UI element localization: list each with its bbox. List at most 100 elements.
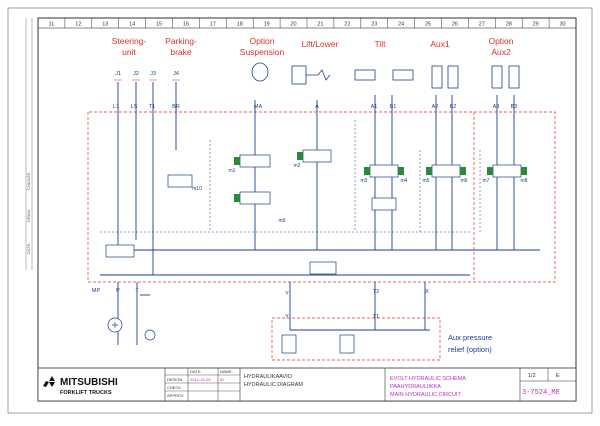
coil-m3: m3 <box>361 178 368 184</box>
label-suspension-1: Option <box>249 36 274 46</box>
name-heading: NAME: <box>220 369 233 374</box>
column-number: 23 <box>371 22 377 28</box>
solenoid-icon <box>364 167 370 175</box>
port-mp: MP <box>92 288 101 294</box>
label-suspension-2: Suspension <box>240 47 285 57</box>
coil-m2: m2 <box>294 163 301 169</box>
coil-m8: m8 <box>521 178 528 184</box>
valve-coil-labels: m10 m1 m9 m2 m3 m4 m5 m6 m7 m8 <box>192 163 528 224</box>
revision-letter: E <box>556 373 560 379</box>
port-y: Y <box>285 291 289 297</box>
priority-valve-icon <box>105 244 135 258</box>
aux1-cylinder-right-icon <box>447 65 459 89</box>
tilt-cylinder-left-icon <box>354 69 376 81</box>
drawing-number: 3-7524_ME <box>522 389 560 397</box>
aux-relief-valve-1-icon <box>281 334 297 354</box>
actuators <box>251 62 520 89</box>
aux2-cylinder-right-icon <box>508 65 520 89</box>
title-block: MITSUBISHI FORKLIFT TRUCKS DATE: NAME: D… <box>37 367 577 402</box>
solenoid-icon <box>234 194 240 202</box>
title-english-1: HYDRAULIC DIAGRAM <box>244 382 303 388</box>
coil-m5: m5 <box>423 178 430 184</box>
column-number: 16 <box>183 22 189 28</box>
valves <box>105 149 522 354</box>
mitsubishi-logo-icon <box>43 376 55 387</box>
port-b2: B2 <box>450 104 457 110</box>
column-number: 19 <box>264 22 270 28</box>
side-note-change: CHANGE: <box>26 172 31 190</box>
tilt-lock-valve-icon <box>371 197 397 211</box>
column-number: 14 <box>129 22 135 28</box>
title-finnish-1: HYDRAULIKAAVIO <box>244 374 293 380</box>
aux-pressure-note: Aux pressure relief (option) <box>448 333 492 354</box>
lift-cylinder-icon <box>291 65 307 85</box>
port-p: P <box>116 288 120 294</box>
port-b1: B1 <box>390 104 397 110</box>
aux-pressure-line-1: Aux pressure <box>448 333 492 342</box>
aux1-valve-icon <box>431 164 461 178</box>
suspension-valve-2-icon <box>239 191 271 205</box>
side-note-date: DATE: <box>26 243 31 254</box>
coil-m7: m7 <box>483 178 490 184</box>
port-t1: T1 <box>149 104 155 110</box>
row-check: CHECK <box>167 385 181 390</box>
port-a1: A1 <box>371 104 378 110</box>
label-aux1: Aux1 <box>430 39 450 49</box>
aux2-valve-icon <box>492 164 522 178</box>
column-number: 22 <box>344 22 350 28</box>
coil-m10: m10 <box>192 186 202 192</box>
row-approv: APPROV <box>167 393 184 398</box>
brand-subtitle: FORKLIFT TRUCKS <box>60 390 112 396</box>
tilt-cylinder-right-icon <box>392 69 414 81</box>
section-labels: Steering- unit Parking- brake Option Sus… <box>112 36 514 57</box>
column-number: 25 <box>425 22 431 28</box>
column-number: 29 <box>533 22 539 28</box>
park-brake-valve-icon <box>167 174 193 188</box>
row-design: DESIGN <box>167 377 182 382</box>
port-x: X <box>425 289 429 295</box>
aux-pressure-line-2: relief (option) <box>448 345 492 354</box>
aux-relief-valve-2-icon <box>339 334 355 354</box>
connector-j1: J1 <box>115 71 121 77</box>
lift-valve-icon <box>302 149 332 163</box>
tilt-valve-icon <box>369 164 399 178</box>
solenoid-icon <box>426 167 432 175</box>
solenoid-markers <box>234 152 527 202</box>
brand-name: MITSUBISHI <box>60 377 118 388</box>
column-number: 28 <box>506 22 512 28</box>
label-steering-1: Steering- <box>112 36 147 46</box>
label-steering-2: unit <box>122 47 136 57</box>
port-t1-aux: T1 <box>373 314 379 320</box>
connector-j2: J2 <box>133 71 139 77</box>
port-y-aux: Y <box>285 314 289 320</box>
column-number: 27 <box>479 22 485 28</box>
column-number: 30 <box>559 22 565 28</box>
side-note-draw: DRAW: <box>26 209 31 222</box>
solenoid-icon <box>460 167 466 175</box>
column-number: 24 <box>398 22 404 28</box>
port-a3: A3 <box>493 104 500 110</box>
aux1-cylinder-left-icon <box>431 65 443 89</box>
label-parking-1: Parking- <box>165 36 197 46</box>
solenoid-icon <box>297 152 303 160</box>
aux2-cylinder-left-icon <box>491 65 503 89</box>
column-number: 18 <box>237 22 243 28</box>
title-finnish-main: PAAHYDRAULIIKKA <box>390 384 441 390</box>
port-b3: B3 <box>511 104 518 110</box>
column-number: 26 <box>452 22 458 28</box>
label-aux2-1: Option <box>488 36 513 46</box>
accumulator-icon <box>251 62 269 82</box>
title-english-main: MAIN HYDRAULIC CIRCUIT <box>390 392 462 398</box>
port-t: T <box>135 288 139 294</box>
column-number: 21 <box>317 22 323 28</box>
port-a: A <box>315 104 319 110</box>
date-heading: DATE: <box>190 369 201 374</box>
coil-m4: m4 <box>401 178 408 184</box>
port-br: BR <box>172 104 180 110</box>
column-number: 15 <box>156 22 162 28</box>
port-labels: L1 LS T1 BR MA A A1 B1 A2 B2 A3 B3 MP P … <box>92 104 517 320</box>
port-t2: T2 <box>373 289 379 295</box>
coil-m9: m9 <box>279 218 286 224</box>
